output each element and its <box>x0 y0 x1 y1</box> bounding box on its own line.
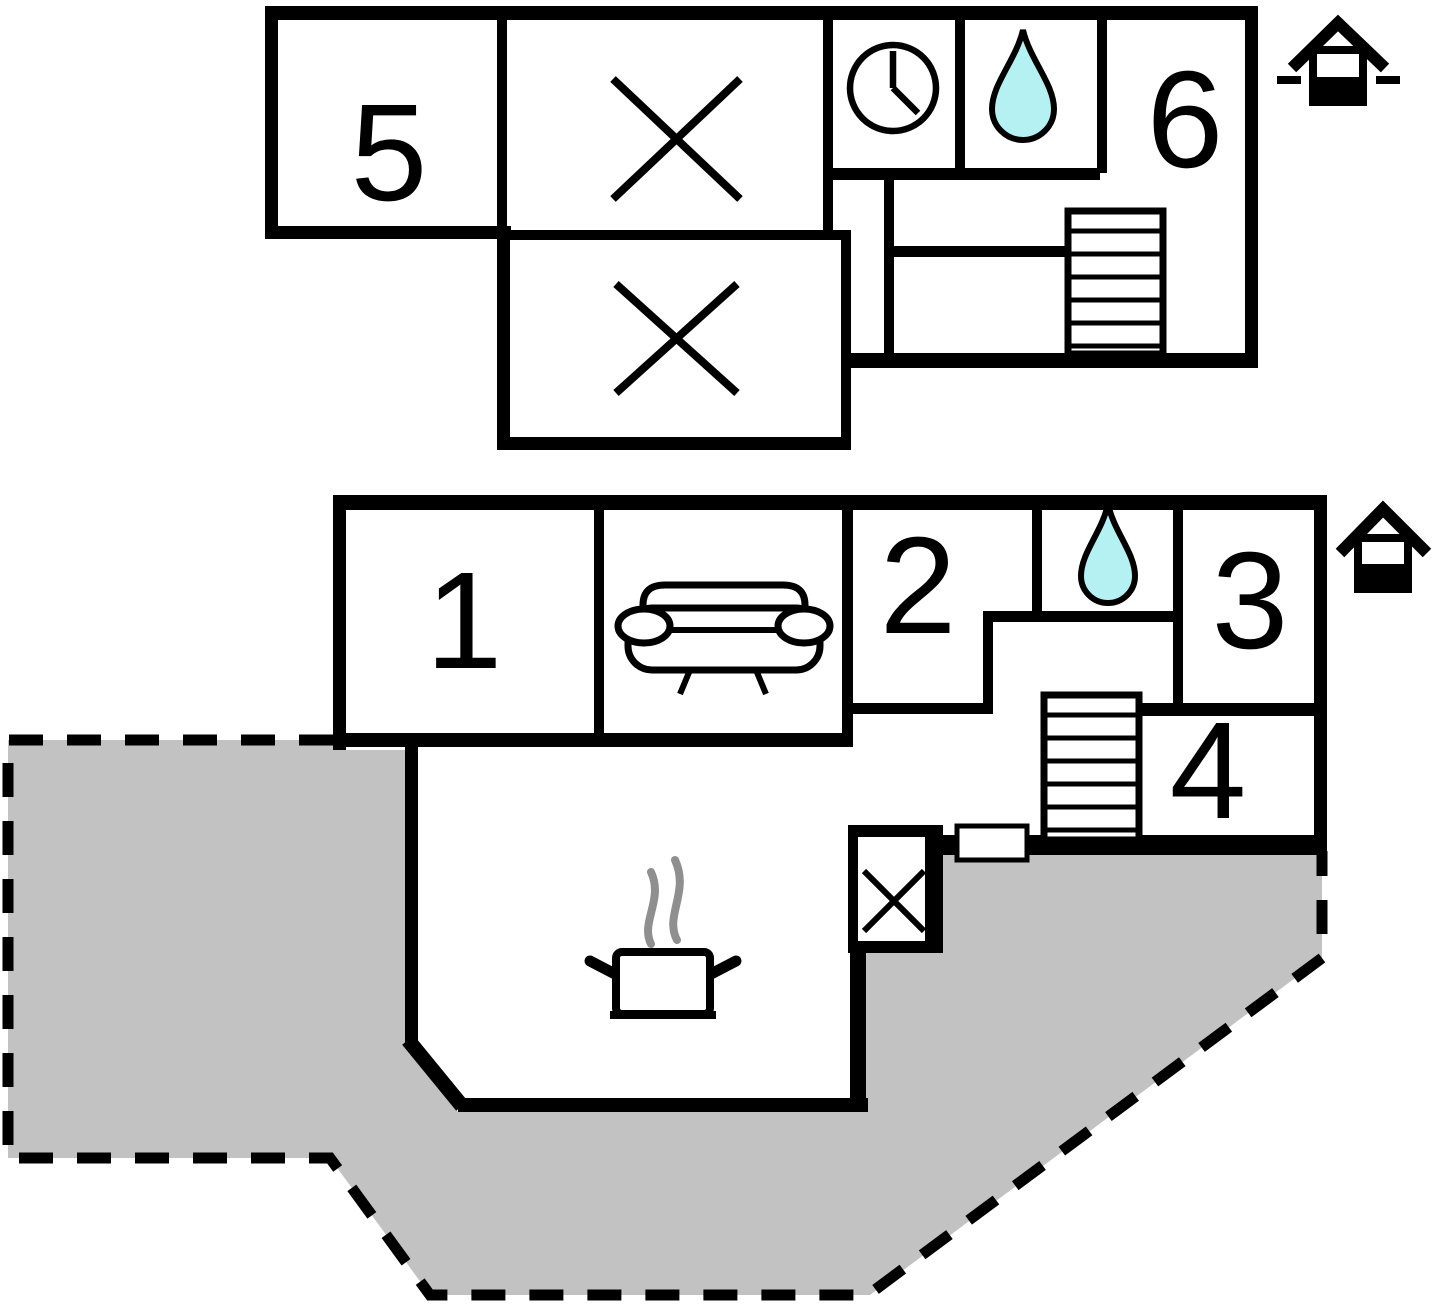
terrace-area <box>8 740 1322 1295</box>
water-drop-icon-lower <box>1077 503 1139 606</box>
crossed-out-area-upper-1 <box>610 76 743 202</box>
ground-floor-footprint <box>333 497 1327 1112</box>
clock-icon <box>846 41 940 135</box>
terrace-surface <box>8 740 1322 1295</box>
stairs-icon-lower <box>1040 691 1143 844</box>
room-label-1: 1 <box>426 544 503 698</box>
level-dash-left <box>1277 76 1301 84</box>
entrance-door <box>954 823 1030 863</box>
room-label-6: 6 <box>1147 43 1224 197</box>
room-label-5: 5 <box>351 76 428 230</box>
steam-line-2 <box>669 856 684 944</box>
upper-floor-walls <box>265 6 1258 450</box>
room-label-3: 3 <box>1212 524 1289 678</box>
level-dash-right <box>1376 76 1400 84</box>
ground-floor: 1 2 3 4 <box>333 495 1327 1112</box>
ground-floor-walls <box>333 495 1327 1112</box>
steam-line-1 <box>644 868 659 948</box>
room-label-2: 2 <box>880 509 957 663</box>
house-level-indicator-upper-icon <box>1277 14 1400 106</box>
house-level-indicator-lower-icon <box>1335 500 1432 593</box>
upper-floor: 5 6 <box>265 6 1258 450</box>
water-drop-icon-upper <box>988 29 1058 143</box>
sofa-icon <box>614 581 834 696</box>
cooking-pot-icon <box>584 856 742 1019</box>
crossed-out-utility-box <box>861 868 927 934</box>
stairs-icon-upper <box>1064 207 1167 358</box>
crossed-out-area-upper-2 <box>613 281 740 396</box>
room-label-4: 4 <box>1170 694 1247 848</box>
